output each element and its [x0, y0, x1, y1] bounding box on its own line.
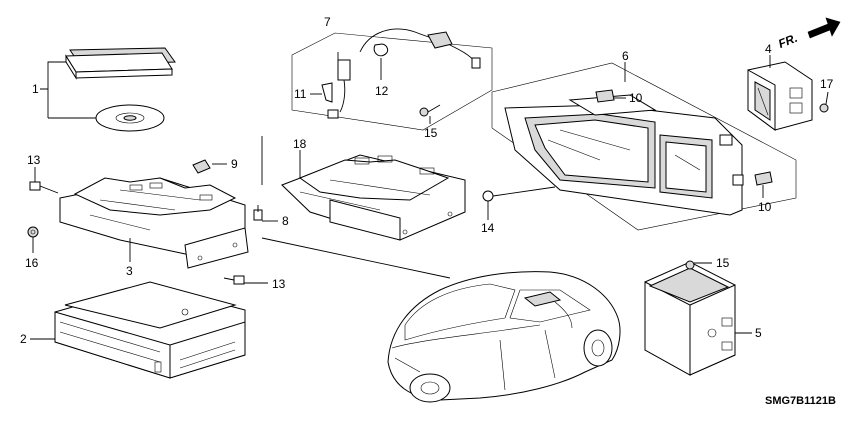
callout-18: 18 [293, 137, 307, 151]
clip-nut-9 [192, 159, 227, 174]
callout-17: 17 [820, 77, 834, 91]
callout-10-lower: 10 [758, 200, 772, 214]
screw-15-upper [419, 104, 441, 124]
callout-6: 6 [622, 49, 629, 63]
lower-bracket [59, 177, 249, 269]
nut-16 [27, 226, 39, 253]
module-4 [747, 55, 813, 131]
callout-13-upper: 13 [27, 153, 41, 167]
upper-bracket [281, 150, 466, 241]
display-assembly-box [491, 62, 797, 231]
callout-16: 16 [25, 256, 39, 270]
callout-14: 14 [481, 221, 495, 235]
callout-3: 3 [126, 264, 133, 278]
front-direction-arrow: FR. [776, 17, 841, 51]
callout-12: 12 [375, 84, 389, 98]
callout-8: 8 [282, 214, 289, 228]
divider-line-lower [261, 237, 451, 279]
screw-17 [819, 91, 829, 113]
callout-1: 1 [32, 82, 39, 96]
clamp-12 [373, 43, 389, 80]
clip-10-lower [754, 171, 773, 198]
direction-label: FR. [776, 31, 799, 51]
bolt-13-lower [223, 275, 268, 285]
screw-15-lower [685, 260, 712, 270]
bolt-13-upper [29, 167, 59, 194]
callout-15-lower: 15 [716, 256, 730, 270]
callout-9: 9 [231, 157, 238, 171]
callout-15-upper: 15 [424, 126, 438, 140]
control-unit-5 [644, 261, 752, 376]
callout-2: 2 [20, 332, 27, 346]
nav-disc-assembly [40, 47, 176, 132]
bolt-8 [253, 205, 278, 222]
callout-10-upper: 10 [629, 91, 643, 105]
callout-4: 4 [765, 42, 772, 56]
clip-11 [310, 82, 333, 103]
callout-13-lower: 13 [272, 277, 286, 291]
vehicle-illustration [387, 271, 621, 403]
callout-11: 11 [294, 87, 307, 101]
callout-5: 5 [755, 326, 762, 340]
clip-10-upper [595, 89, 626, 103]
screw-14 [482, 186, 556, 220]
arrow-icon [807, 17, 841, 39]
diagram-code: SMG7B1121B [765, 395, 836, 407]
navigation-unit [30, 281, 246, 379]
antenna-harness-box [291, 28, 493, 131]
callout-7: 7 [324, 15, 331, 29]
